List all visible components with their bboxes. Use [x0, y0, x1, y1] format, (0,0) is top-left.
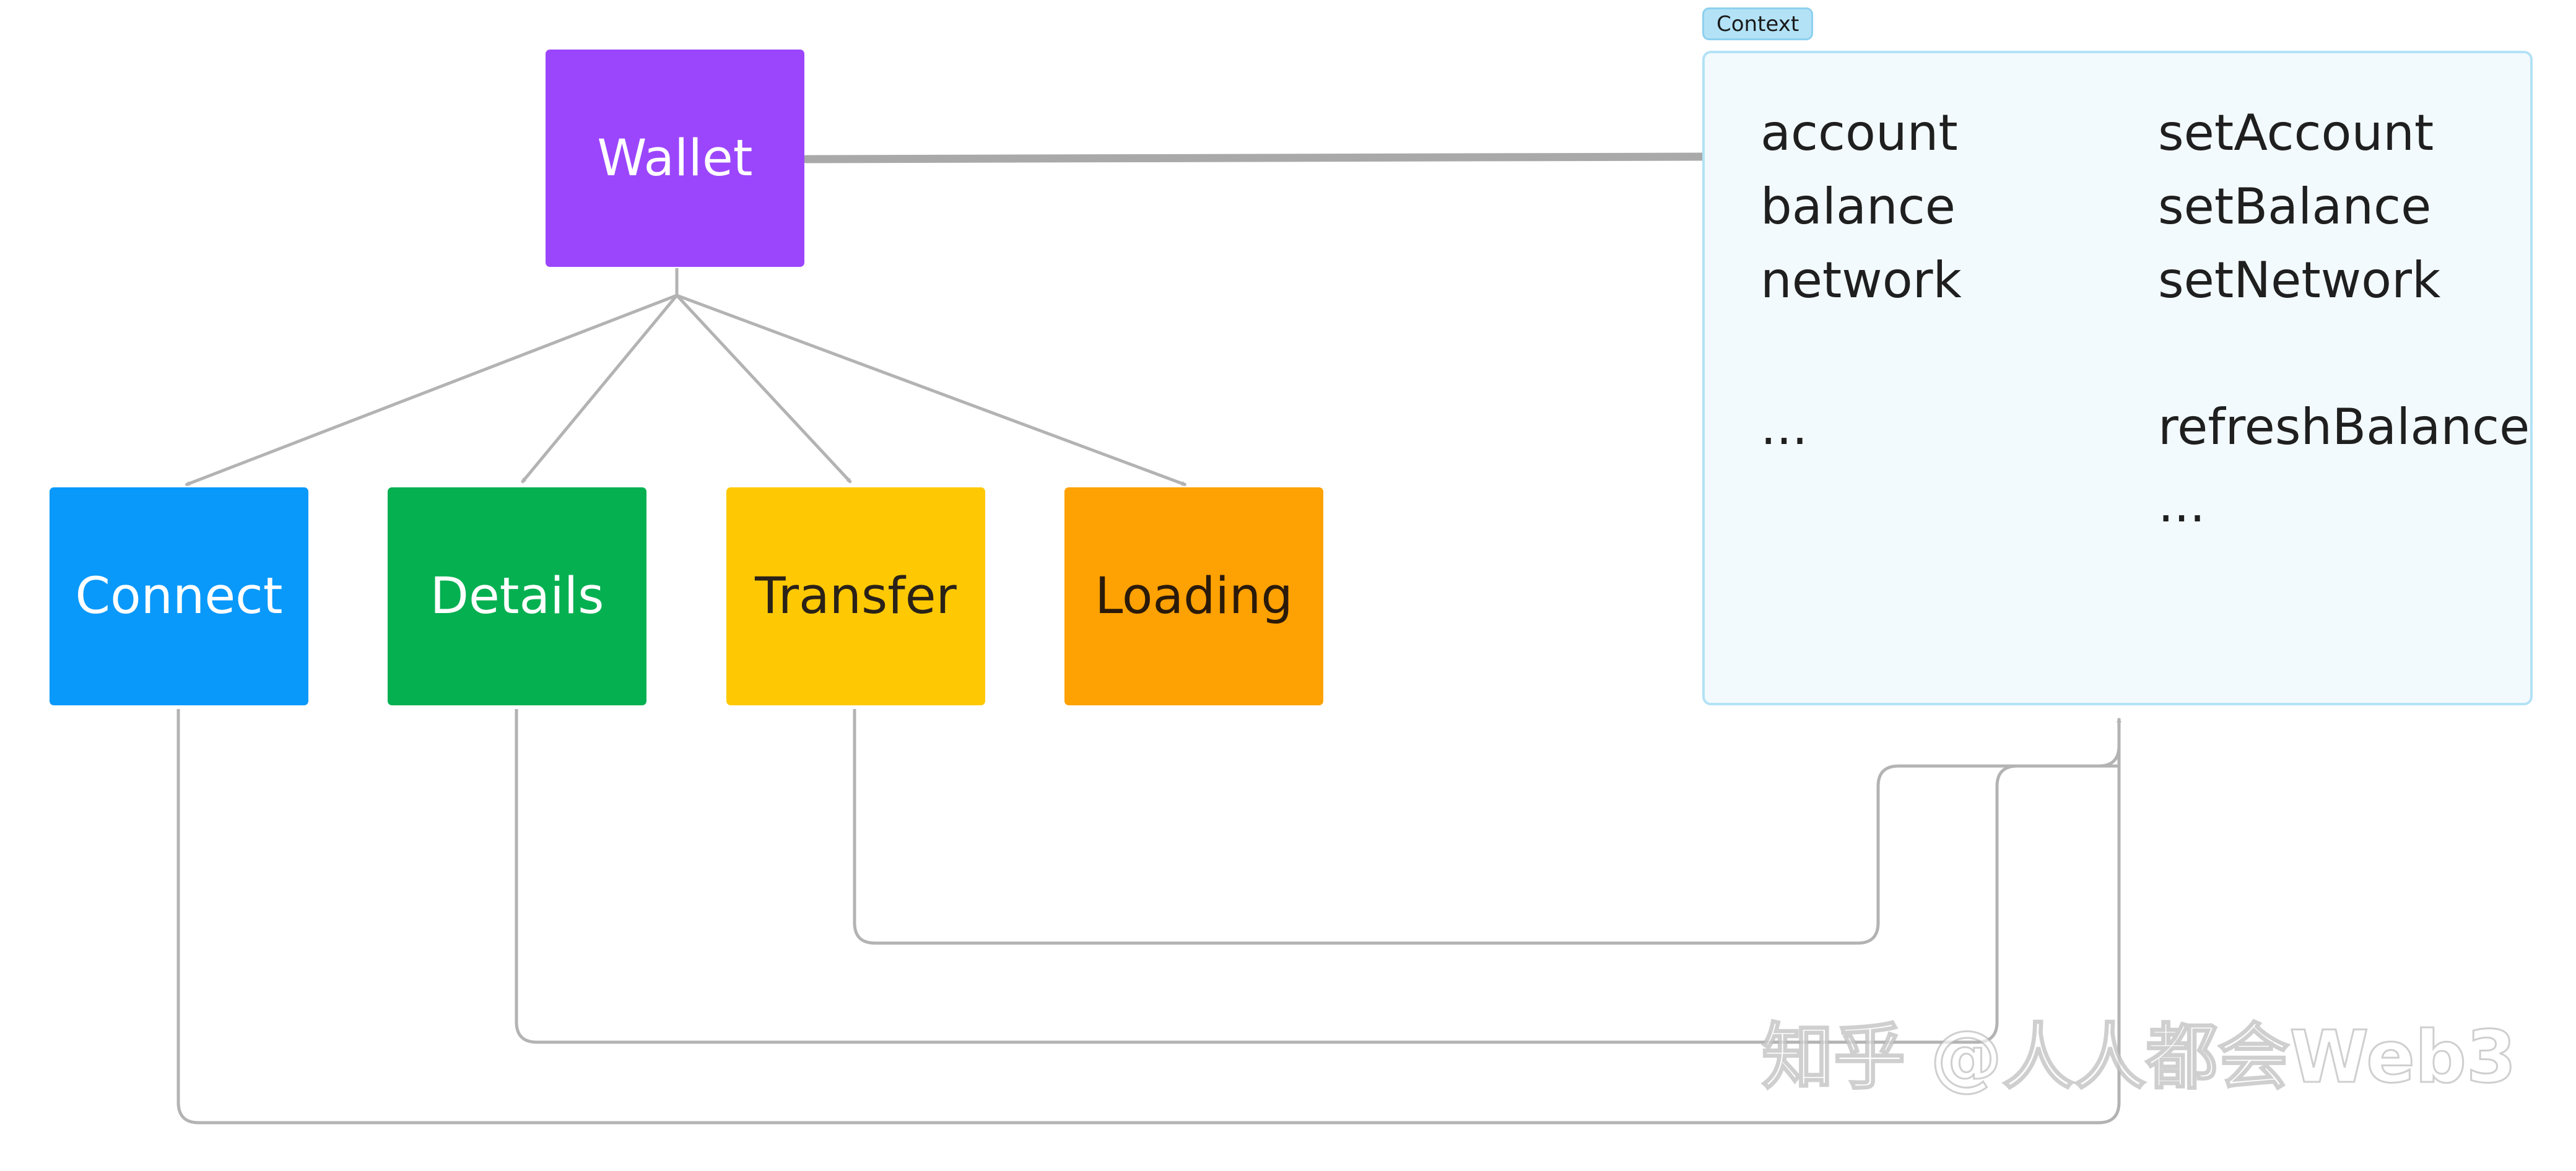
transfer-node[interactable]: Transfer [726, 487, 985, 705]
loading-node-label: Loading [1095, 567, 1293, 625]
context-item-ellipsis-left: ... [1760, 398, 1808, 456]
edge-wallet-connect [185, 294, 677, 487]
edge-wallet-loading [676, 294, 1187, 487]
context-item-account: account [1760, 104, 1958, 162]
watermark: 知乎 @人人都会Web3 [1761, 1016, 2518, 1099]
edge-transfer-context [853, 709, 2119, 945]
context-frame-label[interactable]: Context [1702, 7, 1814, 40]
wallet-node[interactable]: Wallet [546, 50, 804, 267]
edge-wallet-context [802, 152, 1707, 163]
details-node[interactable]: Details [388, 487, 646, 705]
context-item-setbalance: setBalance [2158, 178, 2432, 235]
edge-wallet-transfer [676, 294, 852, 484]
edge-details-context [515, 709, 2119, 1044]
context-item-refreshbalance: refreshBalance [2158, 398, 2530, 456]
connect-node-label: Connect [75, 567, 283, 625]
context-item-network: network [1760, 251, 1962, 309]
transfer-node-label: Transfer [755, 567, 957, 625]
context-item-setnetwork: setNetwork [2158, 251, 2441, 309]
edge-merge-curve [2043, 717, 2121, 768]
edge-connect-context [176, 709, 2121, 1125]
context-item-setaccount: setAccount [2158, 104, 2434, 162]
context-item-balance: balance [1760, 178, 1956, 235]
details-node-label: Details [430, 567, 604, 625]
context-item-ellipsis-right: ... [2158, 476, 2206, 533]
context-frame[interactable] [1702, 51, 2533, 705]
edge-wallet-details [521, 294, 678, 484]
context-label-text: Context [1717, 11, 1799, 37]
connect-node[interactable]: Connect [50, 487, 308, 705]
loading-node[interactable]: Loading [1064, 487, 1323, 705]
wallet-node-label: Wallet [597, 129, 753, 188]
